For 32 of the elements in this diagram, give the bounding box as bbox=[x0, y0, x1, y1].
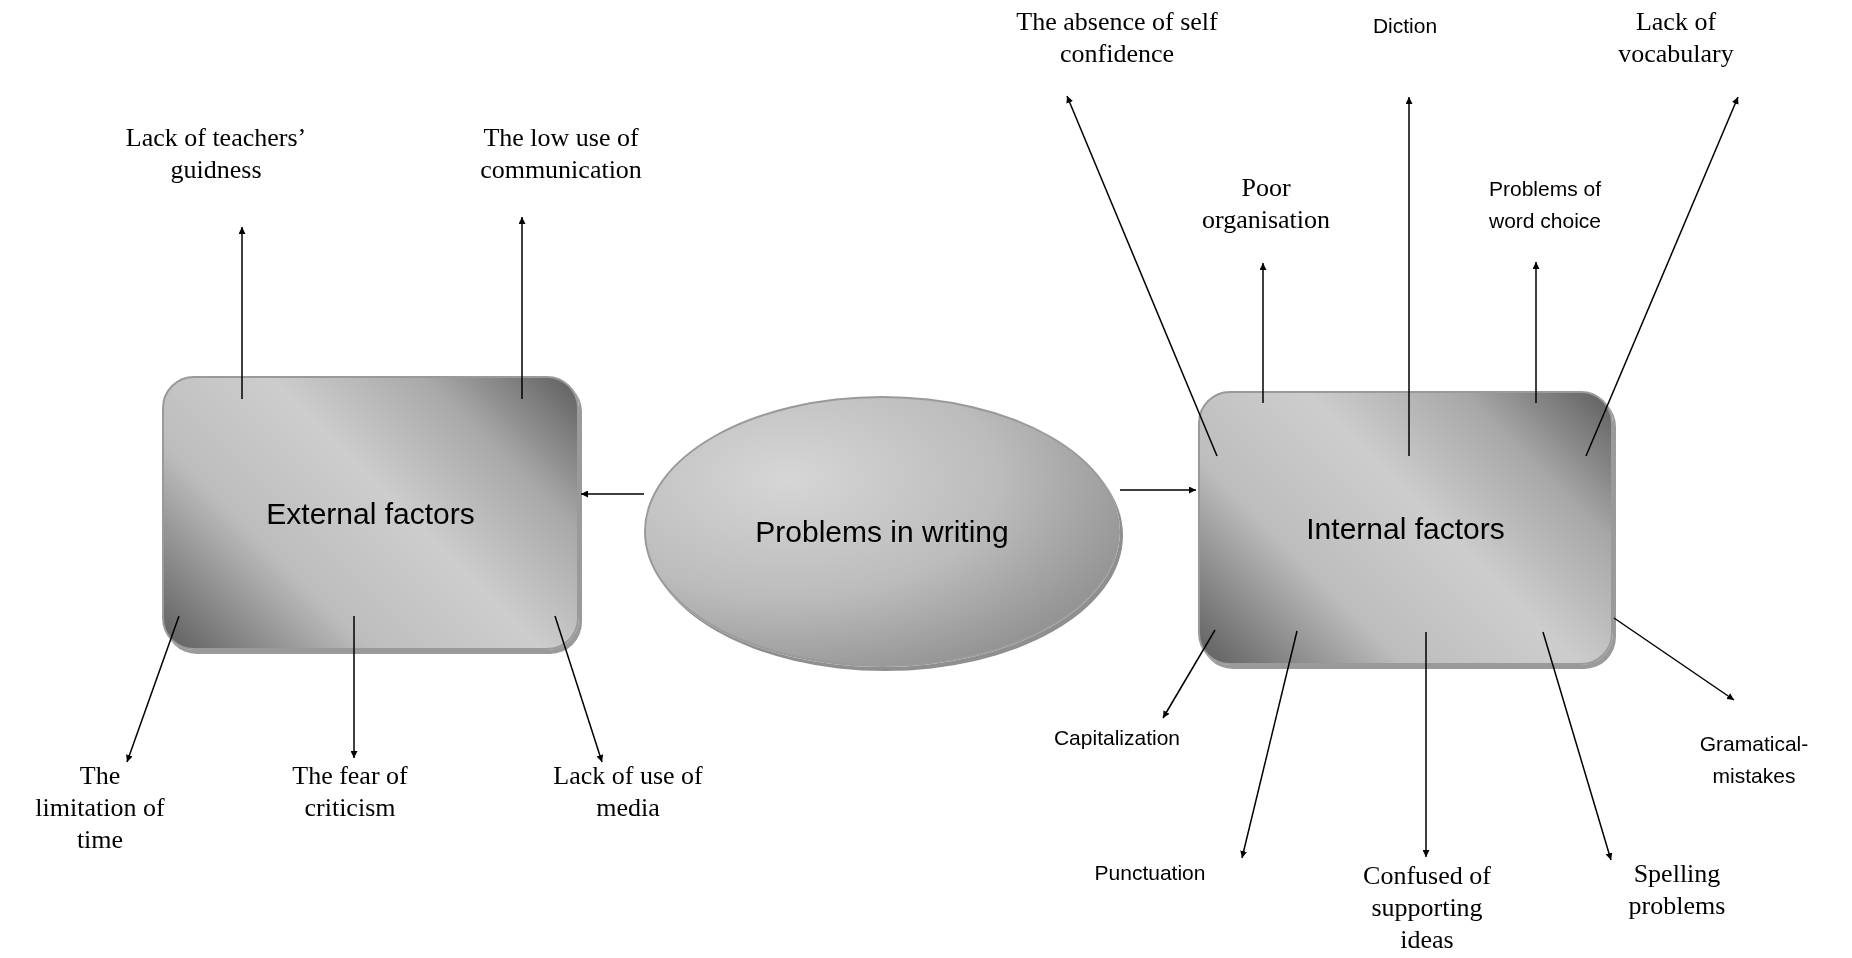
factor-label: Lack of use of media bbox=[528, 760, 728, 824]
factor-label: Lack of teachers’ guidness bbox=[96, 122, 336, 186]
arrow bbox=[1532, 261, 1540, 404]
arrow bbox=[1259, 262, 1267, 404]
arrow bbox=[1422, 631, 1430, 858]
arrow bbox=[1119, 486, 1197, 494]
arrow bbox=[1066, 95, 1218, 457]
factor-label: Diction bbox=[1345, 10, 1465, 42]
arrow bbox=[126, 615, 180, 763]
arrow bbox=[1542, 631, 1613, 861]
factor-label: Poor organisation bbox=[1181, 172, 1351, 236]
factor-label: The fear of criticism bbox=[265, 760, 435, 824]
factor-label: The absence of self confidence bbox=[1014, 6, 1220, 70]
factor-label: Punctuation bbox=[1075, 857, 1225, 889]
factor-label: The low use of communication bbox=[441, 122, 681, 186]
factor-label: The limitation of time bbox=[30, 760, 170, 856]
arrow bbox=[580, 490, 645, 498]
factor-label: Gramatical-mistakes bbox=[1679, 728, 1829, 792]
arrow bbox=[1240, 630, 1298, 859]
factor-label: Confused of supporting ideas bbox=[1342, 860, 1512, 956]
factor-label: Problems of word choice bbox=[1470, 173, 1620, 237]
arrow bbox=[238, 226, 246, 400]
arrow bbox=[350, 615, 358, 759]
arrow bbox=[1162, 629, 1216, 719]
arrow bbox=[518, 216, 526, 400]
arrow bbox=[554, 615, 604, 763]
arrow bbox=[1613, 617, 1735, 701]
factor-label: Spelling problems bbox=[1597, 858, 1757, 922]
arrow bbox=[1585, 96, 1739, 457]
factor-label: Capitalization bbox=[1027, 722, 1207, 754]
factor-label: Lack of vocabulary bbox=[1596, 6, 1756, 70]
arrow bbox=[1405, 96, 1413, 457]
